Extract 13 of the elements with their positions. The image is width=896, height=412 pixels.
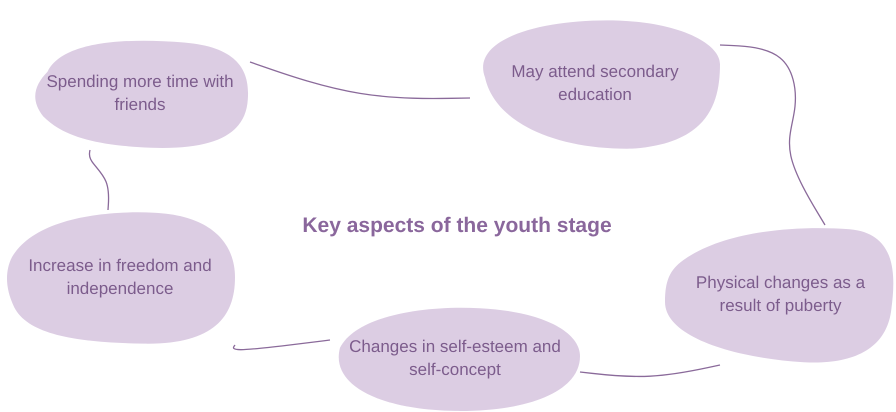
node-label: Physical changes as a result of puberty	[694, 272, 866, 317]
connector-line	[580, 364, 720, 378]
node-label: Spending more time with friends	[45, 71, 235, 116]
connector-line	[250, 61, 470, 100]
blob-shape	[665, 225, 896, 365]
diagram-title: Key aspects of the youth stage	[301, 214, 613, 238]
node-label: May attend secondary education	[510, 61, 680, 106]
connector-line	[88, 150, 110, 210]
node-label: Increase in freedom and independence	[27, 254, 213, 300]
node-label: Changes in self-esteem and self-concept	[348, 336, 562, 380]
connector-line	[720, 44, 826, 226]
blob-shape	[5, 210, 235, 345]
connector-line	[232, 339, 330, 350]
